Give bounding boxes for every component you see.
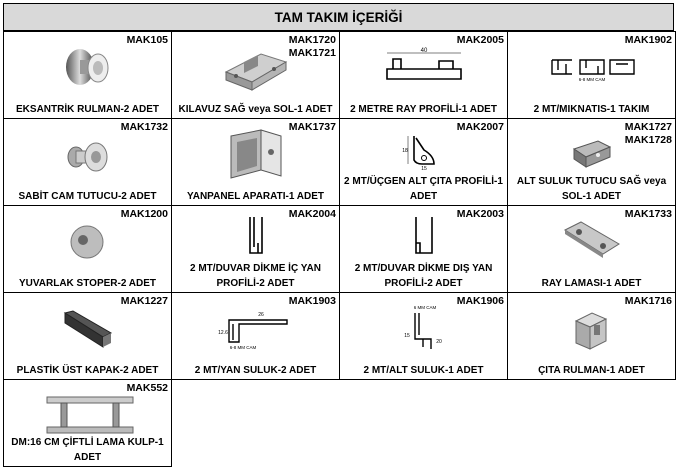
svg-text:18: 18 — [402, 148, 408, 154]
item-cell: MAK2005 40 2 METRE RAY PROFİLİ-1 ADET — [339, 31, 508, 119]
eccentric-bearing-icon — [65, 49, 108, 85]
rail-plate-icon — [563, 221, 620, 258]
item-cell: MAK1732 SABİT CAM TUTUCU-2 ADET — [3, 118, 172, 206]
wall-profile-outer-icon — [414, 217, 433, 254]
table-title: TAM TAKIM İÇERİĞİ — [3, 3, 674, 31]
item-label: RAY LAMASI-1 ADET — [541, 278, 642, 289]
strip-bearing-icon — [574, 312, 607, 350]
item-label: PLASTİK ÜST KAPAK-2 ADET — [16, 365, 159, 376]
glass-holder-icon — [67, 142, 107, 172]
item-label: KILAVUZ SAĞ veya SOL-1 ADET — [178, 104, 333, 115]
item-code: MAK1716 — [624, 295, 672, 307]
item-label: EKSANTRİK RULMAN-2 ADET — [16, 104, 159, 115]
item-cell: MAK1903 26 12.6 6-8 MM CAM 2 MT/YAN SULU… — [171, 292, 340, 380]
item-label: SABİT CAM TUTUCU-2 ADET — [18, 191, 157, 202]
svg-text:40: 40 — [420, 48, 427, 54]
item-label: 2 MT/DUVAR DİKME İÇ YAN PROFİLİ-2 ADET — [190, 263, 321, 289]
double-handle-icon — [46, 396, 133, 434]
svg-text:20: 20 — [436, 339, 442, 345]
svg-text:12.6: 12.6 — [218, 330, 228, 336]
item-label: 2 MT/MIKNATIS-1 TAKIM — [533, 104, 650, 115]
item-code: MAK2003 — [456, 208, 504, 220]
item-code: MAK2004 — [288, 208, 336, 220]
item-cell: MAK1716 ÇITA RULMAN-1 ADET — [507, 292, 676, 380]
bottom-drip-profile-icon: 6 MM CAM 15 20 — [404, 305, 442, 349]
item-label: DM:16 CM ÇİFTLİ LAMA KULP-1 ADET — [11, 437, 164, 463]
guide-bracket-icon — [224, 53, 287, 91]
item-code: MAK1732 — [120, 121, 168, 133]
item-cell: MAK1227 PLASTİK ÜST KAPAK-2 ADET — [3, 292, 172, 380]
product-table: TAM TAKIM İÇERİĞİ MAK105 EKSANTRİK RULMA… — [3, 3, 676, 467]
item-code: MAK1906 — [456, 295, 504, 307]
item-code: MAK1737 — [288, 121, 336, 133]
triangle-profile-icon: 18 15 — [402, 136, 435, 172]
item-code: MAK105 — [126, 34, 168, 46]
drip-holder-icon — [572, 140, 611, 168]
item-label: 2 MT/ALT SULUK-1 ADET — [363, 365, 484, 376]
item-code: MAK1902 — [624, 34, 672, 46]
item-label: ALT SULUK TUTUCU SAĞ veya SOL-1 ADET — [516, 176, 667, 202]
svg-text:6 MM CAM: 6 MM CAM — [413, 305, 436, 310]
item-label: 2 MT/DUVAR DİKME DIŞ YAN PROFİLİ-2 ADET — [354, 263, 493, 289]
item-cell: MAK2004 2 MT/DUVAR DİKME İÇ YAN PROFİLİ-… — [171, 205, 340, 293]
item-label: 2 MT/YAN SULUK-2 ADET — [194, 365, 317, 376]
item-code: MAK552 — [126, 382, 168, 394]
round-stopper-icon — [70, 225, 103, 259]
item-code: MAK2005 — [456, 34, 504, 46]
item-cell: MAK2003 2 MT/DUVAR DİKME DIŞ YAN PROFİLİ… — [339, 205, 508, 293]
item-cell: MAK1902 6-8 MM CAM 2 MT/MIKNATIS-1 TAKIM — [507, 31, 676, 119]
item-cell: MAK105 EKSANTRİK RULMAN-2 ADET — [3, 31, 172, 119]
item-label: 2 METRE RAY PROFİLİ-1 ADET — [350, 104, 497, 115]
side-panel-bracket-icon — [230, 129, 281, 179]
rail-profile-icon: 40 — [385, 48, 462, 80]
item-cell: MAK552 DM:16 CM ÇİFTLİ LAMA KULP-1 ADET — [3, 379, 172, 467]
item-cell: MAK1906 6 MM CAM 15 20 2 MT/ALT SULUK-1 … — [339, 292, 508, 380]
svg-text:6-8 MM CAM: 6-8 MM CAM — [229, 345, 256, 350]
item-code: MAK1733 — [624, 208, 672, 220]
svg-text:15: 15 — [421, 166, 427, 172]
item-label: ÇITA RULMAN-1 ADET — [538, 365, 645, 376]
svg-text:15: 15 — [404, 333, 410, 339]
item-cell: MAK1200 YUVARLAK STOPER-2 ADET — [3, 205, 172, 293]
wall-profile-inner-icon — [248, 217, 263, 254]
svg-text:6-8 MM CAM: 6-8 MM CAM — [578, 77, 605, 82]
item-code: MAK1200 — [120, 208, 168, 220]
top-cap-icon — [63, 310, 112, 348]
magnet-profile-icon: 6-8 MM CAM — [550, 59, 635, 82]
item-code: MAK1903 — [288, 295, 336, 307]
item-code: MAK1227 — [120, 295, 168, 307]
item-cell: MAK1733 RAY LAMASI-1 ADET — [507, 205, 676, 293]
item-cell: MAK2007 18 15 2 MT/ÜÇGEN ALT ÇITA PROFİL… — [339, 118, 508, 206]
item-label: YANPANEL APARATI-1 ADET — [186, 191, 325, 202]
item-code: MAK2007 — [456, 121, 504, 133]
item-label: 2 MT/ÜÇGEN ALT ÇITA PROFİLİ-1 ADET — [344, 176, 503, 202]
svg-text:26: 26 — [258, 312, 264, 318]
item-cell: MAK1737 YANPANEL APARATI-1 ADET — [171, 118, 340, 206]
side-drip-profile-icon: 26 12.6 6-8 MM CAM — [218, 312, 288, 350]
item-label: YUVARLAK STOPER-2 ADET — [18, 278, 157, 289]
